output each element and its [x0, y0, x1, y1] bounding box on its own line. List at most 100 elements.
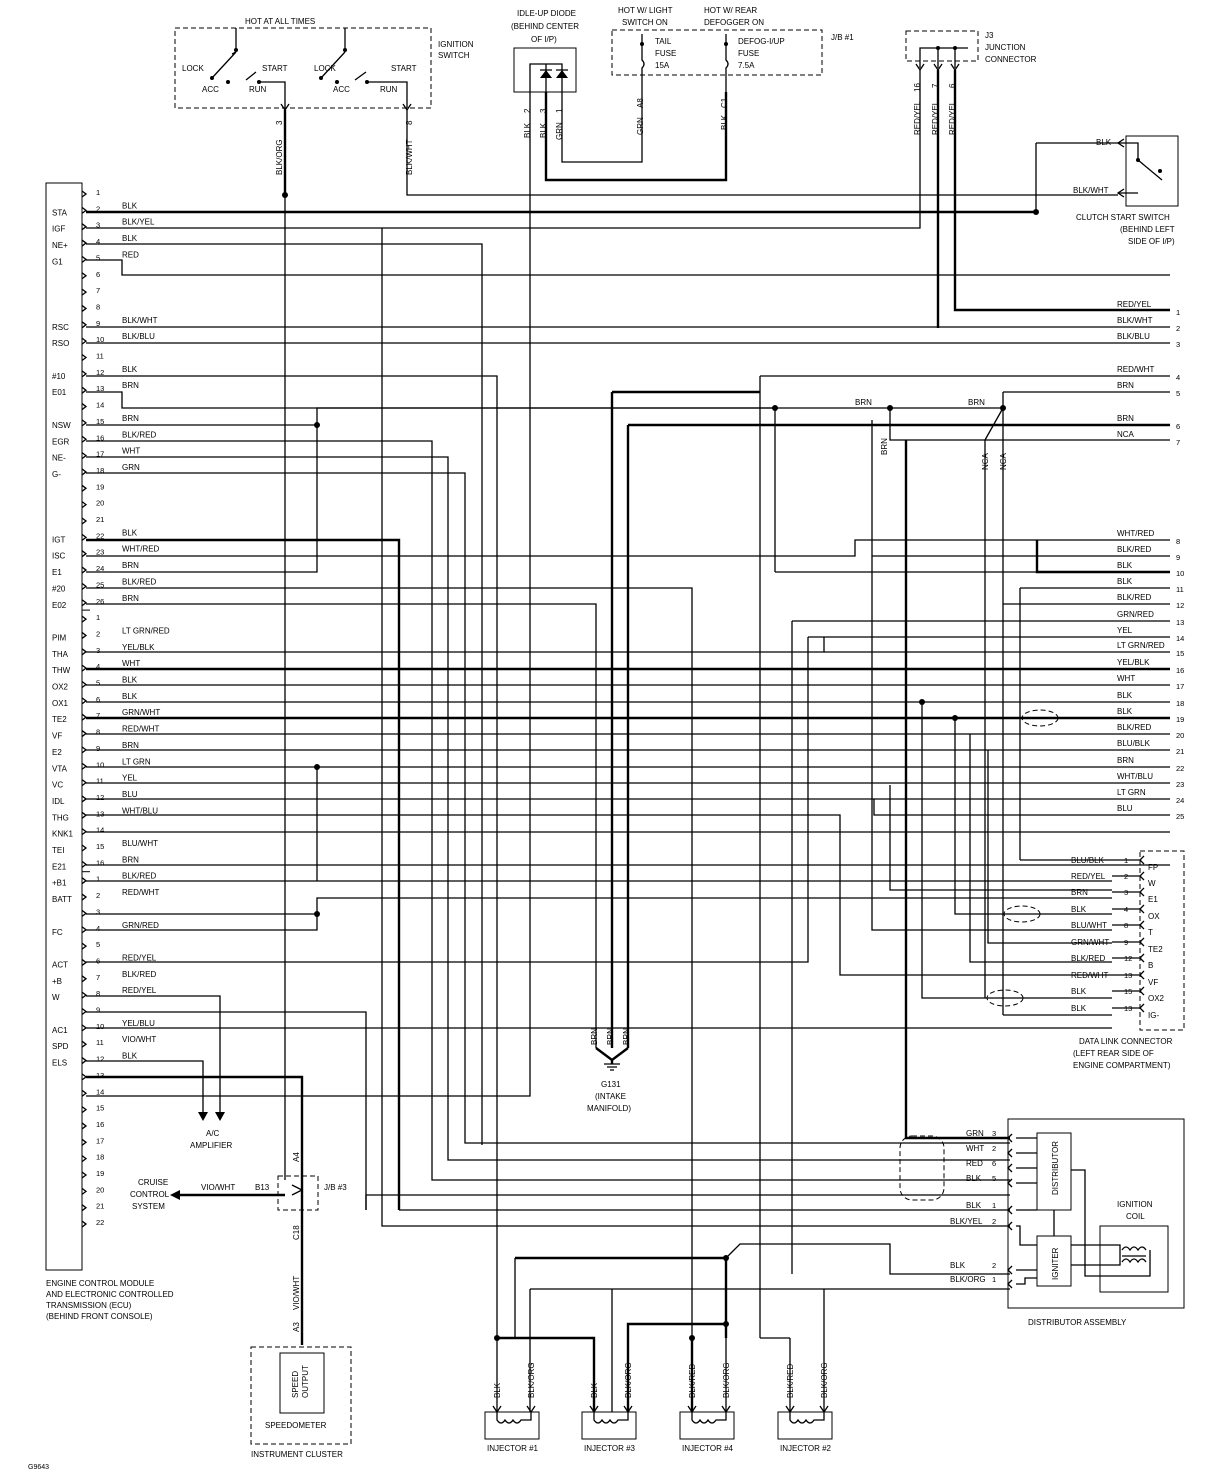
ecu-pin-wire-color: VIO/WHT	[122, 1035, 156, 1044]
tail-fuse-rating: 15A	[655, 61, 670, 70]
ecu-pin-arrow	[81, 860, 88, 868]
ecu-pin-arrow	[81, 517, 88, 525]
clutch-switch-box	[1125, 135, 1179, 207]
ecu-pin-number: 22	[96, 531, 104, 540]
clutch-label-2: (BEHIND LEFT	[1120, 225, 1175, 234]
defog-fuse-label: FUSE	[738, 49, 759, 58]
ecu-pin-wire-color: BLK/RED	[122, 872, 156, 881]
ecu-pin-arrow	[81, 795, 88, 803]
ecu-pin-number: 21	[96, 515, 104, 524]
distributor-wire-color: BLK	[966, 1201, 982, 1210]
ecu-label-1: ENGINE CONTROL MODULE	[46, 1279, 154, 1288]
ecu-pin-arrow	[81, 1057, 88, 1065]
ecu-pin-wire-color: BLK/WHT	[122, 316, 158, 325]
ecu-pin-arrow	[81, 1204, 88, 1212]
jb1-box	[611, 29, 823, 76]
ecu-pin-wire-color: BLU/WHT	[122, 839, 158, 848]
ecu-pin-number: 3	[96, 907, 100, 916]
dlc-signal: OX2	[1148, 994, 1165, 1003]
ac-amplifier: A/C AMPLIFIER	[190, 1112, 232, 1150]
ign-pin-left: 3	[275, 120, 284, 125]
ign-start-2: START	[391, 64, 417, 73]
dlc-signal: E1	[1148, 895, 1158, 904]
distributor-pin-number: 3	[992, 1129, 996, 1138]
ecu-pin-wire-color: BRN	[122, 855, 139, 864]
right-terminal-number: 7	[1176, 438, 1180, 447]
jb3-pin-a4: A4	[292, 1152, 301, 1162]
ecu-pin-signal: ISC	[52, 552, 66, 561]
right-terminal-number: 12	[1176, 601, 1184, 610]
ecu-pin-wire-color: BLK	[122, 692, 138, 701]
ecu-pin-arrow	[81, 1122, 88, 1130]
distributor-pin-number: 2	[992, 1261, 996, 1270]
ecu-pin-wire-color: WHT/BLU	[122, 806, 158, 815]
instrument-cluster-label: INSTRUMENT CLUSTER	[251, 1450, 343, 1459]
ecu-pin-wire-color: BRN	[122, 594, 139, 603]
ac-amp-label-2: AMPLIFIER	[190, 1141, 232, 1150]
ecu-pin-signal: E21	[52, 862, 67, 871]
dlc-pin-arrow	[1139, 986, 1145, 996]
right-terminal-wire-color: YEL	[1117, 626, 1133, 635]
right-terminal-number: 22	[1176, 764, 1184, 773]
ign-lock-1: LOCK	[182, 64, 204, 73]
distributor-wire-color: BLK	[966, 1174, 982, 1183]
jb3-label: J/B #3	[324, 1183, 347, 1192]
ecu-pin-number: 8	[96, 302, 100, 311]
ecu-pin-signal: E2	[52, 748, 62, 757]
ecu-pin-number: 25	[96, 580, 104, 589]
ecu-pin-wire-color: BLK/RED	[122, 970, 156, 979]
ecu-pin-wire-color: GRN/WHT	[122, 708, 160, 717]
ecu-pin-arrow	[81, 942, 88, 950]
right-terminal-number: 25	[1176, 812, 1184, 821]
right-terminal-wire-color: BRN	[1117, 381, 1134, 390]
ecu-pin-wire-color: RED/WHT	[122, 725, 159, 734]
diode-wire-grn: GRN	[555, 122, 564, 140]
distributor-pin-number: 1	[992, 1275, 996, 1284]
ecu-pin-arrow	[81, 304, 88, 312]
ecu-pin-arrow	[81, 435, 88, 443]
ecu-pin-wire-color: BLK/YEL	[122, 218, 155, 227]
right-terminal-number: 8	[1176, 537, 1180, 546]
ecu-pin-arrow	[81, 239, 88, 247]
ignition-hot-label: HOT AT ALL TIMES	[245, 17, 315, 26]
right-terminal-wire-color: BLK/BLU	[1117, 332, 1150, 341]
ecu-pin-wire-color: RED/WHT	[122, 888, 159, 897]
speedometer-label: SPEEDOMETER	[265, 1421, 327, 1430]
ecu-pin-number: 10	[96, 760, 104, 769]
right-terminal-wire-color: BLK	[1117, 707, 1133, 716]
ecu-pin-signal: ACT	[52, 960, 68, 969]
dlc-signal: IG-	[1148, 1011, 1159, 1020]
ecu-pin-number: 17	[96, 450, 104, 459]
igniter-label: IGNITER	[1051, 1247, 1060, 1280]
right-terminal-list: 1RED/YEL2BLK/WHT3BLK/BLU4RED/WHT5BRN6BRN…	[1117, 300, 1184, 821]
ecu-pin-wire-color: BRN	[122, 414, 139, 423]
ecu-pin-signal: #20	[52, 584, 66, 593]
ecu-pin-number: 12	[96, 793, 104, 802]
diode-pin-3: 3	[539, 108, 548, 113]
right-terminal-wire-color: LT GRN	[1117, 788, 1146, 797]
cruise-label-1: CRUISE	[138, 1178, 168, 1187]
right-terminal-wire-color: RED/YEL	[1117, 300, 1152, 309]
right-terminal-number: 16	[1176, 666, 1184, 675]
ecu-pin-signal: RSO	[52, 339, 69, 348]
distributor-pin-number: 6	[992, 1159, 996, 1168]
right-terminal-wire-color: BLK	[1117, 561, 1133, 570]
ecu-pin-number: 10	[96, 1022, 104, 1031]
j3-junction-connector: J3 JUNCTION CONNECTOR 16 7 6 RED/YEL RED…	[905, 30, 1037, 135]
jb1-wire-grn: GRN	[636, 117, 645, 135]
right-terminal-number: 19	[1176, 715, 1184, 724]
distributor-pin-arrow	[1007, 1221, 1013, 1231]
ecu-pin-wire-color: BLK	[122, 234, 138, 243]
defog-fuse-rating: 7.5A	[738, 61, 755, 70]
right-terminal-wire-color: RED/WHT	[1117, 365, 1154, 374]
ecu-pin-arrow	[81, 664, 88, 672]
cruise-label-2: CONTROL	[130, 1190, 170, 1199]
ac-amp-label-1: A/C	[206, 1129, 220, 1138]
ecu-pin-arrow	[81, 1073, 88, 1081]
diode-label-3: OF I/P)	[531, 35, 557, 44]
ground-label-2: (INTAKE	[595, 1092, 626, 1101]
